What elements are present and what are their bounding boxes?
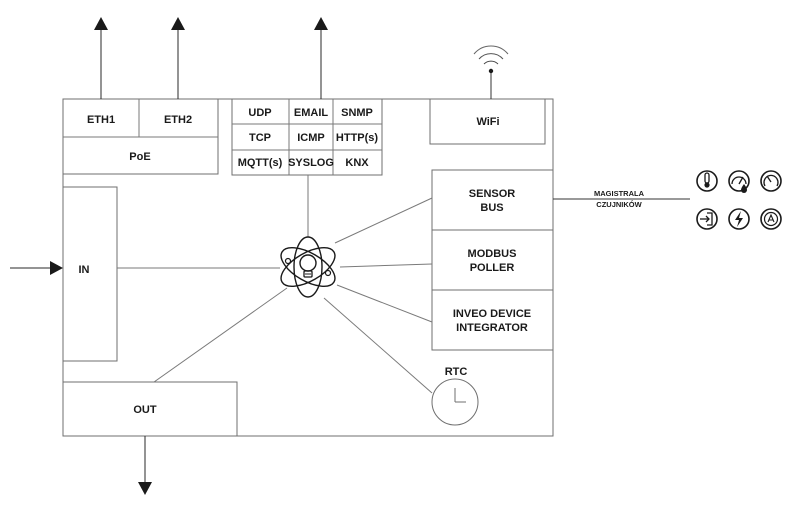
eth1-arrow-icon <box>94 17 108 30</box>
output-arrow-icon <box>138 482 152 495</box>
modbus-label-1: MODBUS <box>468 248 517 260</box>
output-box <box>62 381 238 437</box>
rtc-label: RTC <box>445 366 468 378</box>
sensor-bus-label-1: SENSOR <box>469 188 516 200</box>
protocol-syslog: SYSLOG <box>288 157 334 169</box>
bus-label-2: CZUJNIKÓW <box>596 200 642 209</box>
power-icon <box>728 208 750 230</box>
protocol-mqtts: MQTT(s) <box>238 157 283 169</box>
protocol-udp: UDP <box>248 107 271 119</box>
output-label: OUT <box>133 404 157 416</box>
poe-label: PoE <box>129 151 150 163</box>
clock-icon <box>431 378 479 426</box>
wifi-label: WiFi <box>476 116 499 128</box>
pressure-gauge-icon <box>760 170 782 192</box>
network-block: ETH1 ETH2 PoE <box>62 98 219 175</box>
protocol-tcp: TCP <box>249 132 271 144</box>
protocol-snmp: SNMP <box>341 107 373 119</box>
eth2-label: ETH2 <box>164 114 192 126</box>
sensor-bus-label-2: BUS <box>480 202 503 214</box>
input-box <box>62 186 118 362</box>
protocol-box <box>231 98 383 176</box>
bus-label-1: MAGISTRALA <box>594 189 645 198</box>
integrator-label-1: INVEO DEVICE <box>453 308 531 320</box>
input-icon <box>696 208 718 230</box>
input-label: IN <box>79 264 90 276</box>
protocol-knx: KNX <box>345 157 369 169</box>
wifi-signal-icon <box>473 45 509 99</box>
modbus-box <box>431 229 554 291</box>
sensor-bus-box <box>431 169 554 231</box>
protocol-icmp: ICMP <box>297 132 325 144</box>
protocol-https: HTTP(s) <box>336 132 379 144</box>
logic-core-icon <box>280 236 336 298</box>
eth1-label: ETH1 <box>87 114 115 126</box>
protocol-grid: UDP EMAIL SNMP TCP ICMP HTTP(s) MQTT(s) … <box>231 98 383 176</box>
input-arrow-icon <box>50 261 63 275</box>
current-icon <box>760 208 782 230</box>
protocol-arrow-icon <box>314 17 328 30</box>
eth2-arrow-icon <box>171 17 185 30</box>
integrator-label-2: INTEGRATOR <box>456 322 528 334</box>
protocol-email: EMAIL <box>294 107 329 119</box>
humidity-gauge-icon <box>728 170 750 193</box>
modbus-label-2: POLLER <box>470 262 515 274</box>
integrator-box <box>431 289 554 351</box>
wifi-box <box>429 98 546 145</box>
thermometer-icon <box>696 170 718 192</box>
